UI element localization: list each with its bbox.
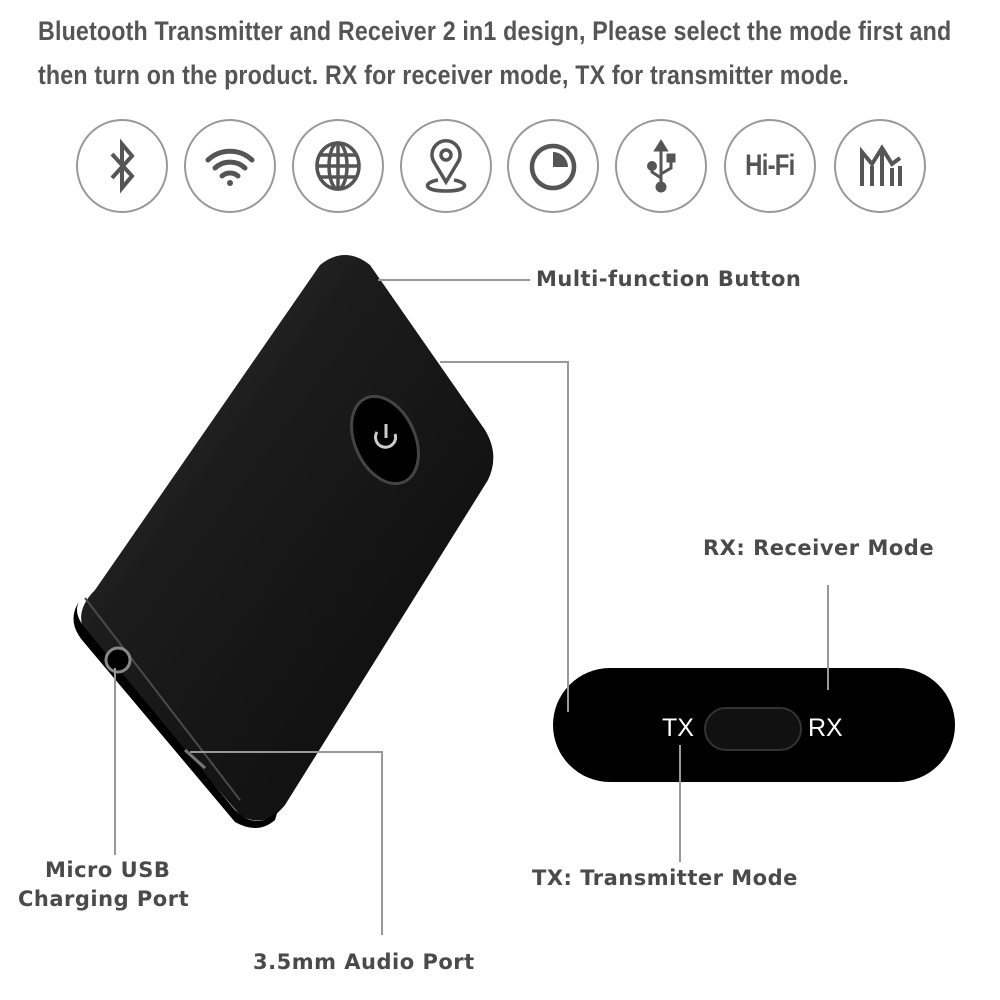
label-multi-function-button: Multi-function Button: [536, 267, 802, 291]
audio-jack: [104, 646, 132, 674]
header-line-2: then turn on the product. RX for receive…: [38, 60, 849, 90]
tx-switch-label: TX: [662, 714, 694, 742]
device-body: [81, 255, 494, 821]
label-micro-usb-2: Charging Port: [18, 887, 190, 911]
leader-lines: [114, 279, 829, 935]
header-line-1: Bluetooth Transmitter and Receiver 2 in1…: [38, 16, 952, 46]
label-micro-usb-1: Micro USB: [45, 858, 171, 882]
wifi-icon: [184, 119, 276, 213]
micro-usb-slot: [183, 748, 207, 770]
timer-icon: [507, 119, 599, 213]
label-rx-mode: RX: Receiver Mode: [703, 536, 935, 560]
globe-icon: [292, 119, 384, 213]
hifi-icon: Hi-Fi: [724, 119, 816, 213]
usb-icon: [615, 119, 707, 213]
location-pin-icon: [400, 119, 492, 213]
bluetooth-icon: [76, 119, 168, 213]
rx-switch-label: RX: [808, 714, 843, 742]
label-audio-port: 3.5mm Audio Port: [253, 950, 475, 974]
mode-switch: [704, 707, 802, 751]
equalizer-icon: [834, 119, 926, 213]
label-tx-mode: TX: Transmitter Mode: [532, 866, 798, 890]
multi-function-button[interactable]: [338, 386, 431, 495]
